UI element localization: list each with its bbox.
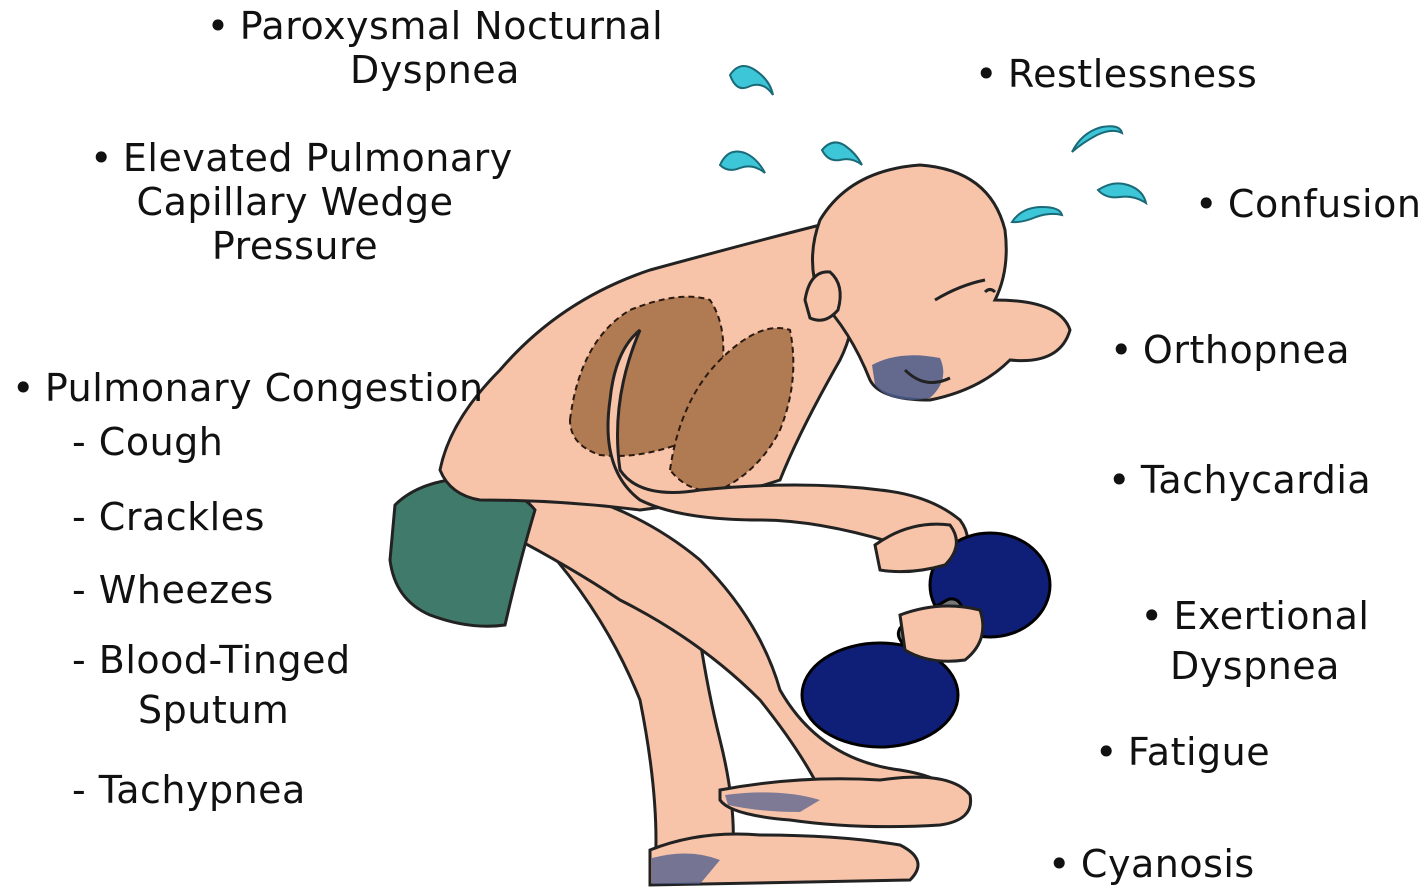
label-paroxysmal-nocturnal-dyspnea: Paroxysmal Nocturnal Dyspnea <box>205 4 665 92</box>
sweat-drop-icon <box>720 152 765 174</box>
label-crackles: - Crackles <box>72 495 265 539</box>
label-elevated-pcwp: Elevated Pulmonary Capillary Wedge Press… <box>90 136 500 268</box>
label-orthopnea: Orthopnea <box>1110 328 1350 372</box>
label-confusion: Confusion <box>1195 182 1418 226</box>
sweat-drop-icon <box>1072 126 1122 152</box>
sweat-drop-icon <box>1012 207 1062 222</box>
label-blood-tinged: - Blood-Tinged <box>72 638 351 682</box>
label-cough: - Cough <box>72 420 223 464</box>
pcwp-line-1: Elevated Pulmonary <box>90 136 500 180</box>
label-restlessness: Restlessness <box>975 52 1257 96</box>
pnd-line-1: Paroxysmal Nocturnal <box>205 4 665 48</box>
label-cyanosis: Cyanosis <box>1048 842 1255 886</box>
label-exertional-dyspnea: Exertional Dyspnea <box>1140 594 1370 688</box>
sweat-drop-icon <box>1098 183 1146 203</box>
lower-hand <box>900 606 983 661</box>
label-tachypnea: - Tachypnea <box>72 768 306 812</box>
sweat-drop-icon <box>822 142 862 165</box>
label-fatigue: Fatigue <box>1095 730 1270 774</box>
label-sputum: Sputum <box>138 688 289 732</box>
pcwp-line-3: Pressure <box>90 224 500 268</box>
sweat-drop-icon <box>730 66 773 95</box>
pcwp-line-2: Capillary Wedge <box>90 180 500 224</box>
exertional-line-1: Exertional <box>1140 594 1370 638</box>
label-tachycardia: Tachycardia <box>1108 458 1371 502</box>
exertional-line-2: Dyspnea <box>1140 644 1370 688</box>
pnd-line-2: Dyspnea <box>205 48 665 92</box>
label-pulmonary-congestion: Pulmonary Congestion <box>12 366 484 410</box>
label-wheezes: - Wheezes <box>72 568 274 612</box>
